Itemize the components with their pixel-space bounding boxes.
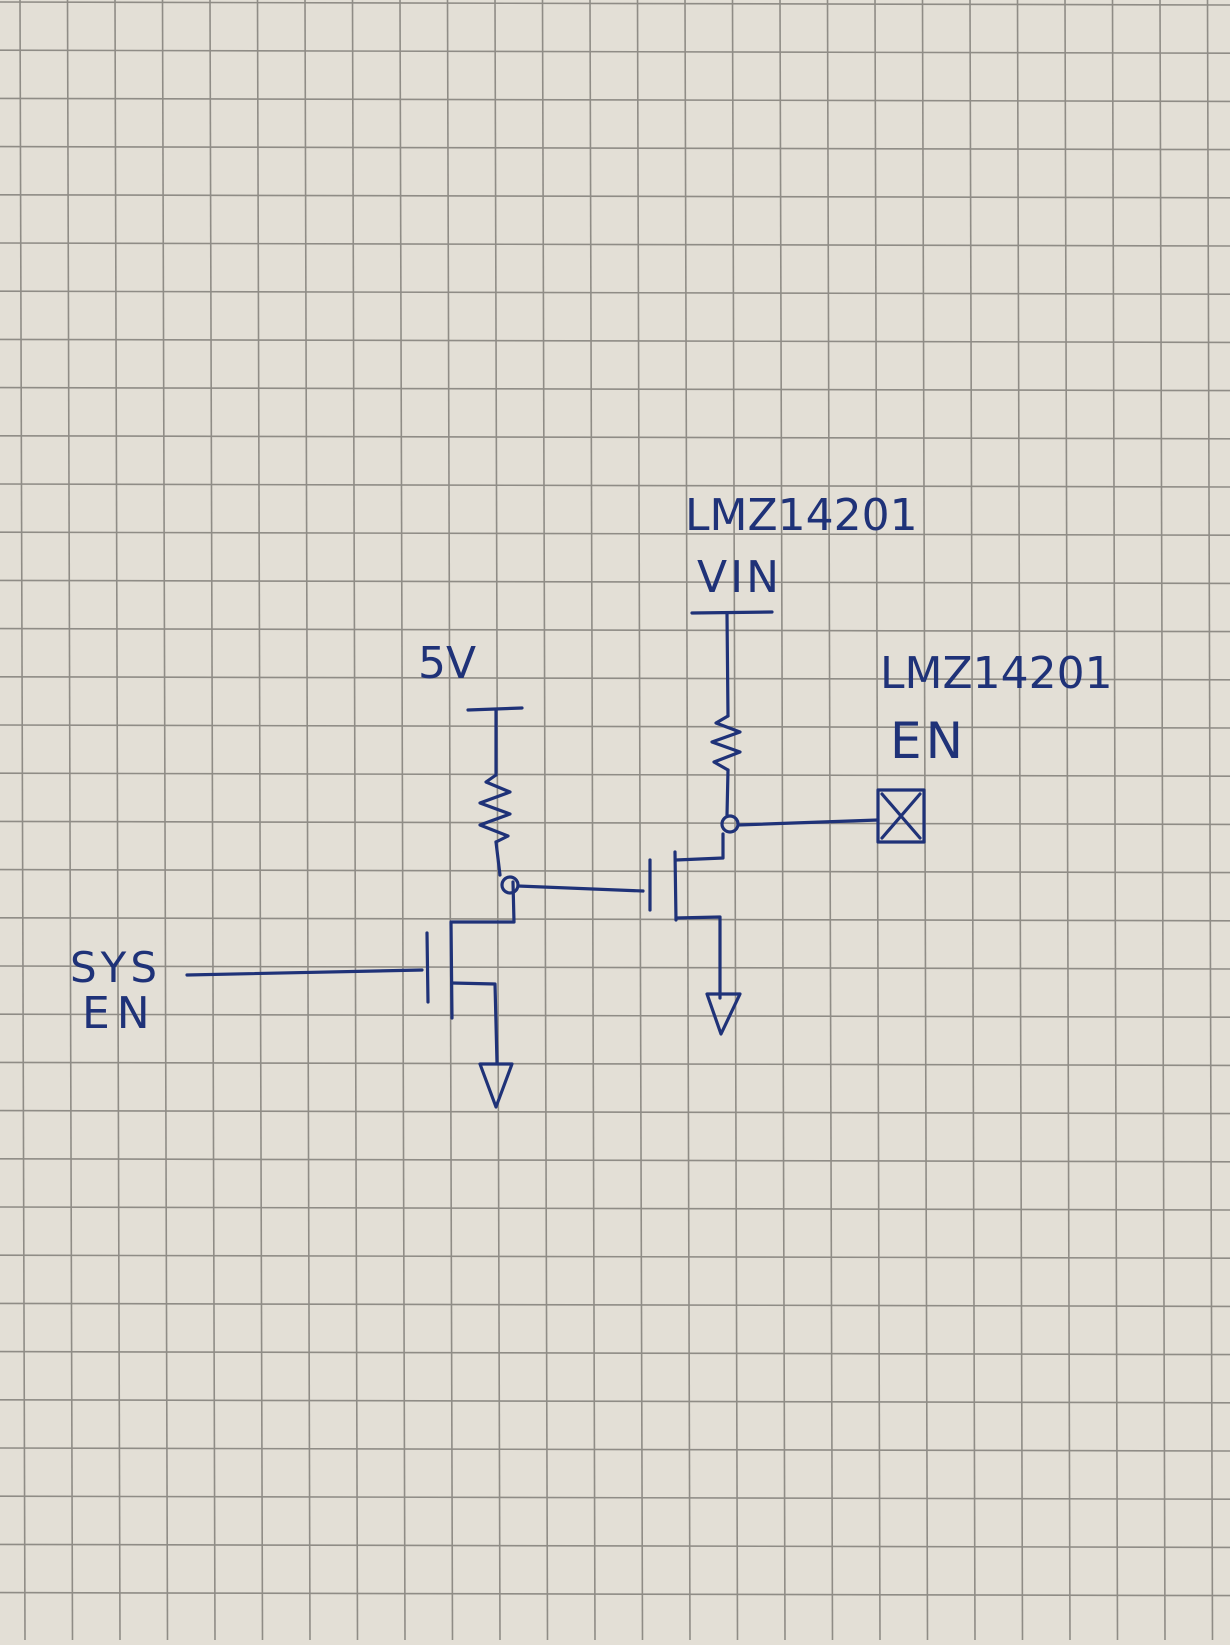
grid-line-horizontal (0, 1495, 1230, 1500)
grid-line-vertical (636, 0, 644, 1641)
grid-line-vertical (256, 0, 264, 1641)
grid-line-horizontal (0, 1, 1230, 6)
supply-vin-rail (690, 610, 774, 615)
r2-top-lead (725, 612, 730, 718)
grid-line-vertical (1111, 0, 1119, 1641)
grid-line-horizontal (0, 1447, 1230, 1452)
circuit (185, 610, 926, 1109)
gate-drive-wire (516, 884, 645, 893)
grid-line-horizontal (0, 1254, 1230, 1259)
grid-line-vertical (541, 0, 549, 1641)
grid-line-vertical (446, 0, 454, 1641)
pullup-resistor-r1 (466, 706, 524, 877)
grid-line-horizontal (0, 145, 1230, 151)
grid-line-horizontal (0, 1206, 1230, 1211)
sys-en-label-line1: SYS (70, 943, 161, 992)
en-pin-label: EN (890, 712, 967, 770)
grid-line-horizontal (0, 483, 1230, 488)
grid-line-horizontal (0, 1302, 1230, 1308)
grid-line-vertical (1016, 0, 1024, 1641)
q1-gate-plate (425, 931, 430, 1004)
grid-line-horizontal (0, 1399, 1230, 1404)
grid-line-horizontal (0, 1061, 1230, 1067)
grid-line-vertical (1159, 0, 1166, 1641)
nmos-transistor-q2 (648, 832, 742, 1036)
grid-line-vertical (1064, 0, 1071, 1641)
grid-line-horizontal (0, 290, 1230, 296)
nmos-transistor-q1 (425, 880, 516, 1109)
grid-line-horizontal (0, 1350, 1230, 1356)
grid-line-horizontal (0, 579, 1230, 585)
grid-line-horizontal (0, 338, 1230, 344)
q1-source-lead (450, 981, 499, 1065)
grid-line-horizontal (0, 675, 1230, 681)
grid-line-vertical (779, 0, 786, 1641)
q2-source-lead (674, 915, 722, 1000)
grid-line-horizontal (0, 724, 1230, 729)
r2-bottom-lead (725, 768, 730, 817)
grid-line-horizontal (0, 1158, 1230, 1163)
r1-zigzag (478, 773, 512, 844)
supply-5v-label: 5V (418, 638, 476, 689)
grid-line-horizontal (0, 868, 1230, 874)
en-pin-connector-icon (876, 788, 926, 844)
grid-line-vertical (399, 0, 406, 1641)
q1-drain-lead (450, 880, 516, 924)
sys-en-input-wire (185, 968, 424, 977)
grid-line-horizontal (0, 194, 1230, 199)
grid-line-vertical (304, 0, 311, 1641)
vin-part-label: LMZ14201 (685, 490, 918, 541)
grid-line-horizontal (0, 49, 1230, 54)
grid-line-vertical (161, 0, 169, 1641)
q1-channel (449, 920, 454, 1020)
pullup-resistor-r2 (690, 610, 774, 817)
grid-line-vertical (969, 0, 976, 1641)
q2-drain-lead (674, 832, 725, 862)
r2-zigzag (710, 714, 742, 772)
grid-line-horizontal (0, 627, 1230, 633)
r1-bottom-lead (494, 840, 502, 877)
grid-line-vertical (209, 0, 216, 1641)
grid-line-horizontal (0, 531, 1230, 537)
grid-line-horizontal (0, 1109, 1230, 1115)
grid-line-horizontal (0, 1013, 1230, 1019)
en-output-wire (736, 818, 880, 827)
sys-en-label-line2: EN (82, 988, 157, 1039)
q2-channel (673, 850, 678, 922)
grid-line-horizontal (0, 97, 1230, 103)
grid-line-vertical (66, 0, 74, 1641)
grid-line-vertical (731, 0, 739, 1641)
grid-line-horizontal (0, 965, 1230, 970)
grid-line-horizontal (0, 242, 1230, 247)
vin-pin-label: VIN (697, 552, 782, 603)
grid-line-horizontal (0, 1591, 1230, 1597)
grid-line-vertical (351, 0, 359, 1641)
grid-line-horizontal (0, 386, 1230, 392)
grid-line-vertical (826, 0, 834, 1641)
grid-line-horizontal (0, 434, 1230, 440)
grid-line-horizontal (0, 916, 1230, 922)
q1-ground-icon (478, 1062, 514, 1109)
en-part-label: LMZ14201 (880, 648, 1113, 699)
grid-line-vertical (114, 0, 121, 1641)
grid-line-horizontal (0, 820, 1230, 826)
grid-line-horizontal (0, 772, 1230, 778)
grid-line-horizontal (0, 1543, 1230, 1549)
grid-line-vertical (1206, 0, 1214, 1641)
q2-ground-icon (705, 992, 742, 1036)
grid-line-vertical (19, 0, 26, 1641)
grid-line-vertical (684, 0, 691, 1641)
grid-line-vertical (589, 0, 596, 1641)
